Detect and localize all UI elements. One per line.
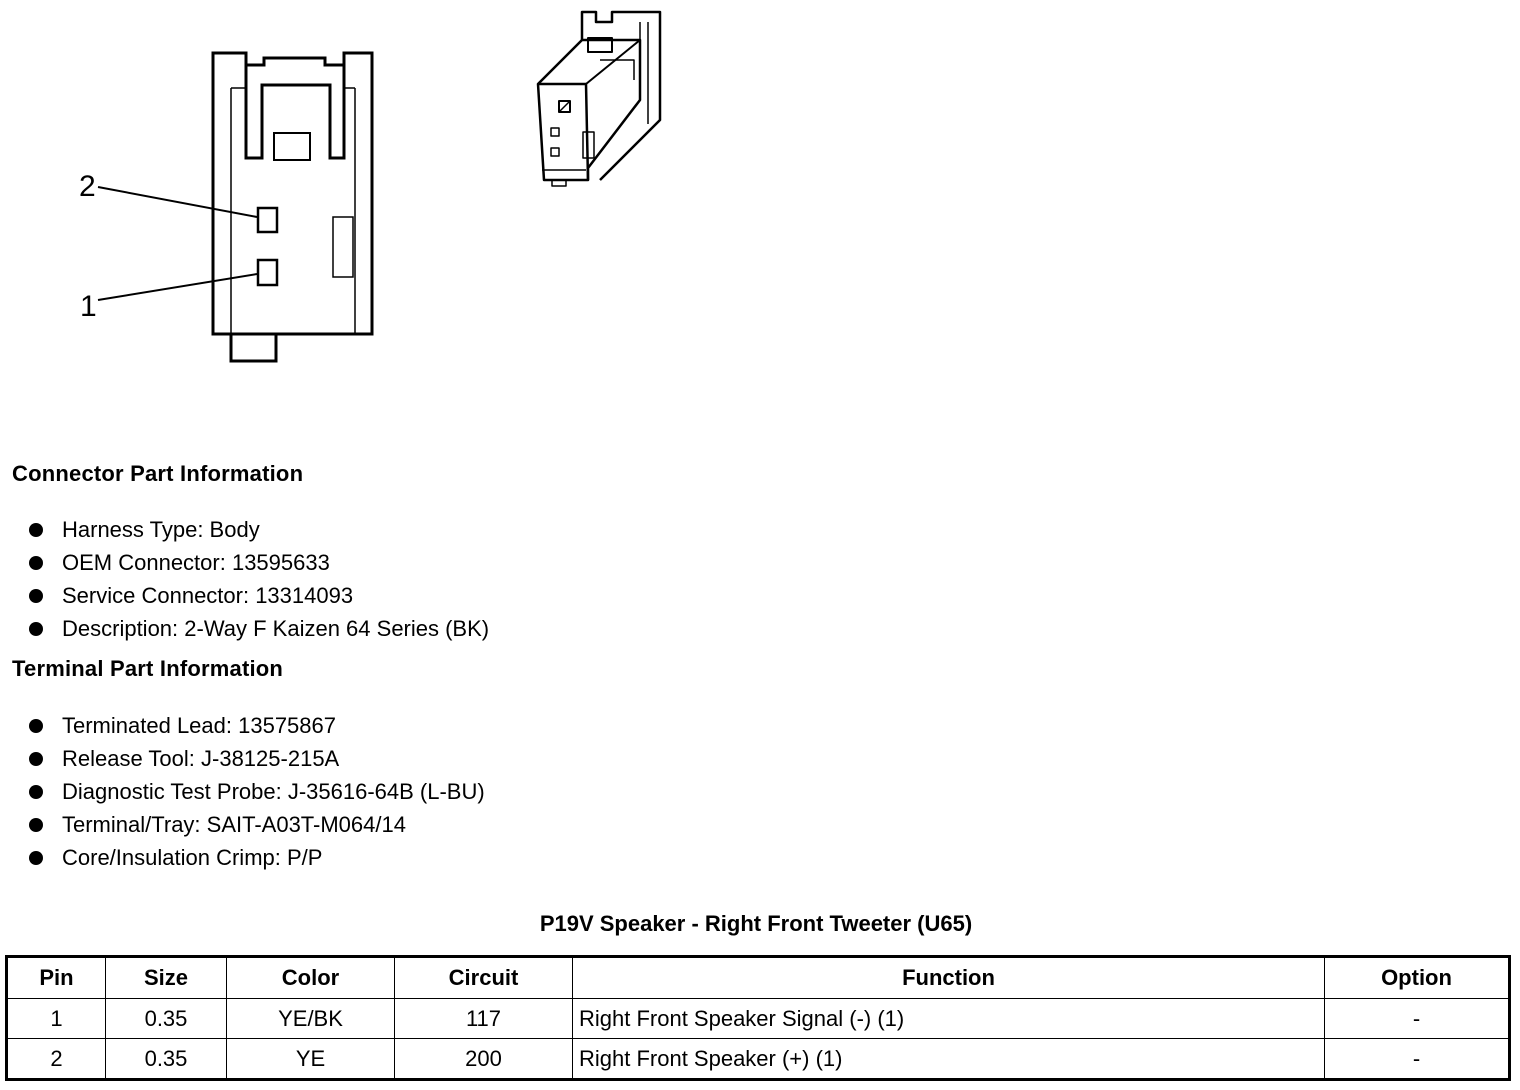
terminal-part-heading: Terminal Part Information bbox=[12, 656, 284, 681]
bullet-icon bbox=[29, 719, 43, 733]
terminal-tray: Terminal/Tray: SAIT-A03T-M064/14 bbox=[62, 812, 406, 837]
leader-line-pin-1 bbox=[97, 273, 258, 301]
header-function: Function bbox=[572, 956, 1325, 999]
bullet-icon bbox=[29, 851, 43, 865]
leader-line-pin-2 bbox=[97, 186, 258, 218]
oem-connector: OEM Connector: 13595633 bbox=[62, 550, 330, 575]
list-item: Terminal/Tray: SAIT-A03T-M064/14 bbox=[28, 808, 485, 841]
table-header-row: Pin Size Color Circuit Function Option bbox=[6, 956, 1510, 999]
connector-part-list: Harness Type: Body OEM Connector: 135956… bbox=[28, 513, 489, 645]
list-item: Core/Insulation Crimp: P/P bbox=[28, 841, 485, 874]
cell-function: Right Front Speaker Signal (-) (1) bbox=[572, 998, 1325, 1039]
header-pin: Pin bbox=[6, 956, 106, 999]
bullet-icon bbox=[29, 785, 43, 799]
service-connector: Service Connector: 13314093 bbox=[62, 583, 354, 608]
list-item: Release Tool: J-38125-215A bbox=[28, 742, 485, 775]
bullet-icon bbox=[29, 818, 43, 832]
bullet-icon bbox=[29, 523, 43, 537]
table-title: P19V Speaker - Right Front Tweeter (U65) bbox=[539, 911, 973, 936]
diagnostic-test-probe: Diagnostic Test Probe: J-35616-64B (L-BU… bbox=[62, 779, 485, 804]
cell-size: 0.35 bbox=[105, 1038, 227, 1080]
connector-description: Description: 2-Way F Kaizen 64 Series (B… bbox=[62, 616, 490, 641]
bullet-icon bbox=[29, 556, 43, 570]
header-circuit: Circuit bbox=[394, 956, 573, 999]
cell-pin: 2 bbox=[6, 1038, 106, 1080]
cell-size: 0.35 bbox=[105, 998, 227, 1039]
header-color: Color bbox=[226, 956, 395, 999]
cell-circuit: 200 bbox=[394, 1038, 573, 1080]
header-size: Size bbox=[105, 956, 227, 999]
harness-type: Harness Type: Body bbox=[62, 517, 260, 542]
list-item: Diagnostic Test Probe: J-35616-64B (L-BU… bbox=[28, 775, 485, 808]
cell-color: YE/BK bbox=[226, 998, 395, 1039]
terminated-lead: Terminated Lead: 13575867 bbox=[62, 713, 336, 738]
cell-option: - bbox=[1324, 1038, 1510, 1080]
connector-face-view bbox=[211, 51, 374, 363]
header-option: Option bbox=[1324, 956, 1510, 999]
list-item: Terminated Lead: 13575867 bbox=[28, 709, 485, 742]
bullet-icon bbox=[29, 622, 43, 636]
pin-cavity-2 bbox=[256, 206, 279, 234]
bullet-icon bbox=[29, 752, 43, 766]
connector-drawing: 2 1 bbox=[79, 10, 662, 363]
cell-function: Right Front Speaker (+) (1) bbox=[572, 1038, 1325, 1080]
cell-pin: 1 bbox=[6, 998, 106, 1039]
list-item: OEM Connector: 13595633 bbox=[28, 546, 489, 579]
cell-color: YE bbox=[226, 1038, 395, 1080]
list-item: Description: 2-Way F Kaizen 64 Series (B… bbox=[28, 612, 489, 645]
cell-option: - bbox=[1324, 998, 1510, 1039]
pin-label-2: 2 bbox=[79, 170, 96, 203]
connector-isometric-view bbox=[536, 10, 662, 187]
terminal-part-list: Terminated Lead: 13575867 Release Tool: … bbox=[28, 709, 485, 874]
table-row: 2 0.35 YE 200 Right Front Speaker (+) (1… bbox=[6, 1038, 1510, 1080]
list-item: Service Connector: 13314093 bbox=[28, 579, 489, 612]
core-insulation-crimp: Core/Insulation Crimp: P/P bbox=[62, 845, 323, 870]
cell-circuit: 117 bbox=[394, 998, 573, 1039]
pin-cavity-1 bbox=[256, 258, 279, 287]
pinout-table: Pin Size Color Circuit Function Option 1… bbox=[5, 955, 1511, 1081]
list-item: Harness Type: Body bbox=[28, 513, 489, 546]
bullet-icon bbox=[29, 589, 43, 603]
pin-label-1: 1 bbox=[80, 290, 97, 323]
table-row: 1 0.35 YE/BK 117 Right Front Speaker Sig… bbox=[6, 998, 1510, 1039]
release-tool: Release Tool: J-38125-215A bbox=[62, 746, 340, 771]
connector-illustrations: 2 1 bbox=[0, 0, 700, 420]
connector-part-heading: Connector Part Information bbox=[12, 461, 304, 486]
